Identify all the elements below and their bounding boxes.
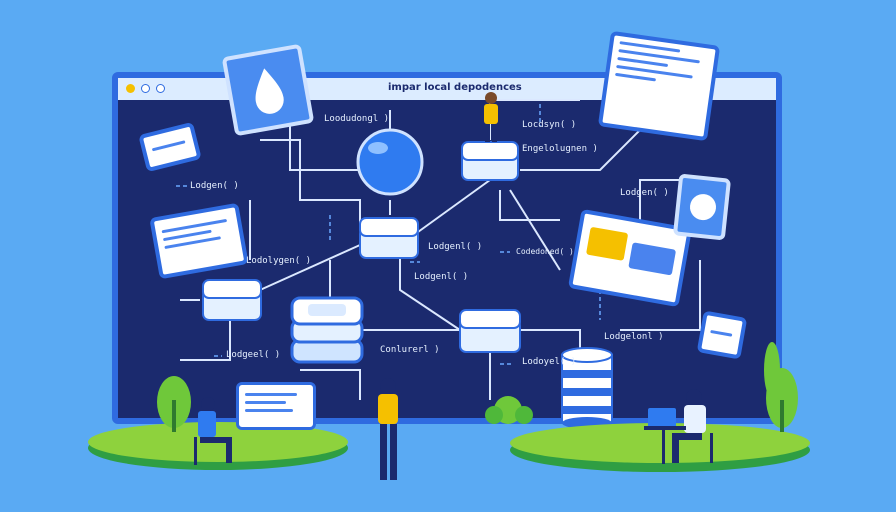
connector [509,189,561,271]
cube-node [461,141,519,181]
function-label: Conlurerl ) [380,345,440,355]
blue-block [628,242,677,276]
dashed-arrows [176,104,601,365]
window-dot-3[interactable] [156,84,165,93]
function-label: Lodgen( ) [190,181,239,191]
window-controls [126,84,165,93]
person-icon [378,378,398,480]
function-label: Loodudongl ) [324,114,390,124]
function-label: Engelolugnen ) [522,144,598,154]
database-icon [561,347,613,429]
function-label: Locdsyn( ) [522,120,577,130]
function-label: Lodgenl( ) [414,272,469,282]
cube-node [459,309,521,353]
connector [300,369,361,400]
connector [259,244,361,291]
function-label: Lodolygen( ) [246,256,312,266]
person-icon [672,389,713,463]
connector [260,139,361,230]
sphere-highlight [368,142,388,154]
window-dot-2[interactable] [141,84,150,93]
circle-card-right [672,173,732,241]
function-label: Lodgeel( ) [226,350,281,360]
person-icon [484,92,498,142]
tree-icon [764,342,798,432]
code-card-top-right [597,30,721,142]
laptop-icon [644,408,686,464]
connector [520,329,581,350]
water-drop-icon [255,68,284,114]
window-title: impar local depodences [388,82,522,93]
function-label: Lodgen( ) [620,188,669,198]
connector [499,190,560,221]
function-label: Lodgelonl ) [604,332,664,342]
function-label: Codedoned( ) [516,247,574,256]
water-drop-card [221,43,315,137]
tab-card-right [696,310,748,360]
cube-node [359,217,419,259]
tree-icon [157,376,191,432]
function-label: Lodgenl( ) [428,242,483,252]
bush-icon [485,396,533,424]
person-icon [194,397,232,465]
connector [399,250,461,331]
connector [520,129,641,171]
circle-icon [688,192,718,222]
code-card-bottom-left [236,382,316,430]
yellow-block [585,226,629,261]
ground-island-right-top [510,423,810,463]
window-dot-1[interactable] [126,84,135,93]
cube-node [202,279,262,321]
sphere-node [356,128,424,196]
server-stack-node [290,296,364,364]
function-label: Lodoyel( ) [522,357,577,367]
